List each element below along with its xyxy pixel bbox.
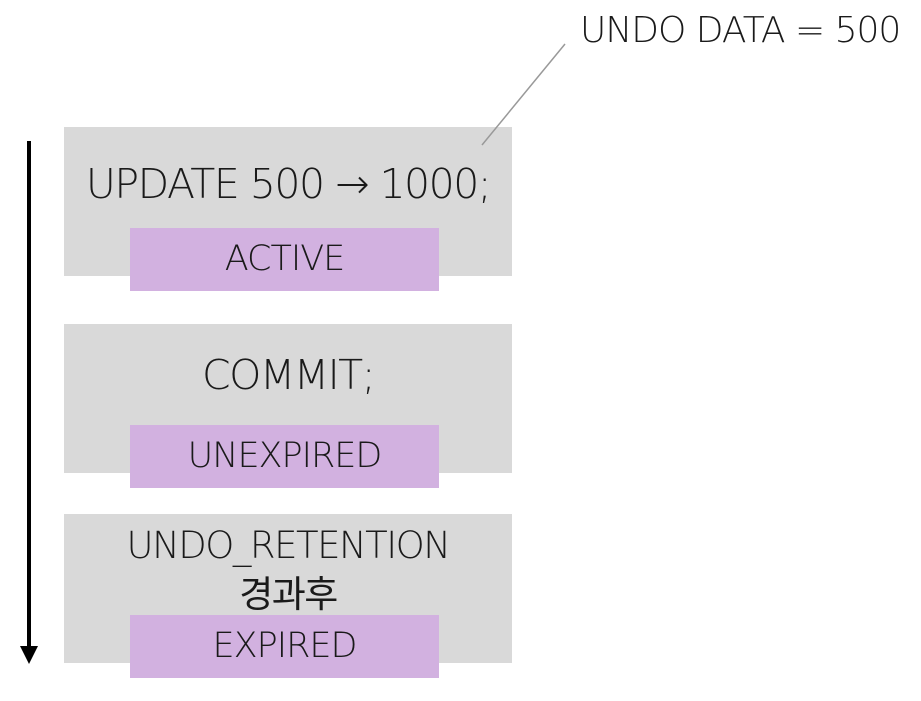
retention-statement-line2: 경과후 <box>239 573 338 616</box>
timeline-arrowhead <box>20 646 38 664</box>
state-tag-active: ACTIVE <box>130 228 439 291</box>
commit-statement: COMMIT; <box>201 351 376 399</box>
undo-data-label: UNDO DATA = 500 <box>580 10 901 51</box>
update-statement: UPDATE 500 → 1000; <box>85 160 492 208</box>
state-tag-unexpired: UNEXPIRED <box>130 425 439 488</box>
retention-statement-line1: UNDO_RETENTION <box>126 524 451 567</box>
state-tag-expired: EXPIRED <box>130 615 439 678</box>
